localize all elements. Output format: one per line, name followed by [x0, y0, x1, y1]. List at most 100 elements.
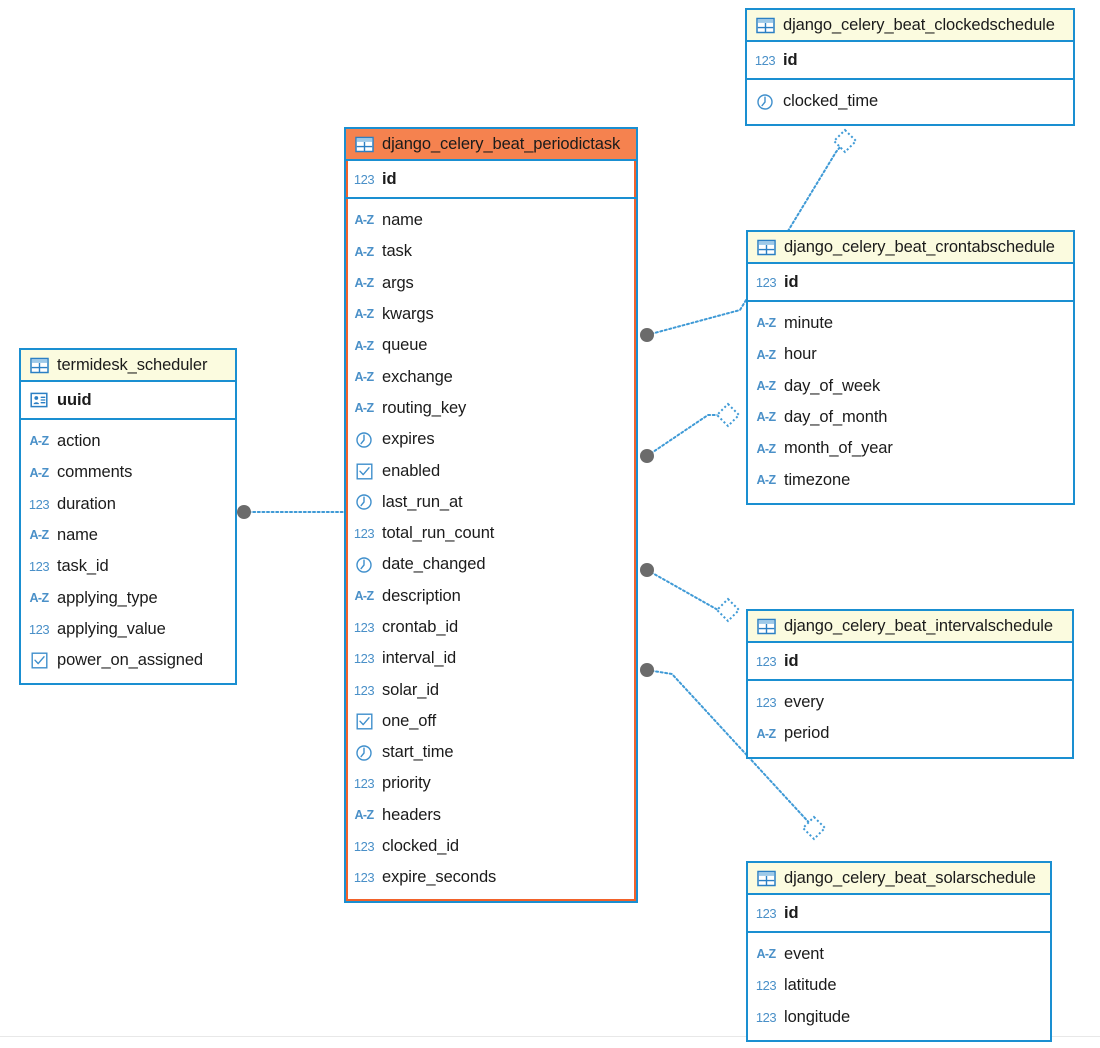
entity-header[interactable]: django_celery_beat_intervalschedule [748, 611, 1072, 643]
primary-key-row[interactable]: uuid [21, 382, 235, 420]
column-label: clocked_id [382, 837, 459, 856]
column-label: name [382, 211, 423, 230]
entity-header[interactable]: django_celery_beat_clockedschedule [747, 10, 1073, 42]
column-row[interactable]: one_off [353, 706, 630, 737]
column-row[interactable]: A-Z name [353, 205, 630, 236]
column-row[interactable]: last_run_at [353, 487, 630, 518]
column-label: date_changed [382, 555, 486, 574]
column-label: day_of_month [784, 408, 888, 427]
column-row[interactable]: expires [353, 424, 630, 455]
primary-key-label: id [784, 272, 799, 291]
column-row[interactable]: start_time [353, 737, 630, 768]
table-icon [755, 615, 777, 637]
text-icon: A-Z [354, 213, 374, 228]
entity-header[interactable]: django_celery_beat_crontabschedule [748, 232, 1073, 264]
entity-header[interactable]: django_celery_beat_solarschedule [748, 863, 1050, 895]
number-icon: 123 [353, 870, 375, 886]
column-label: power_on_assigned [57, 651, 203, 670]
column-label: total_run_count [382, 524, 495, 543]
column-label: solar_id [382, 680, 439, 699]
text-icon: A-Z [29, 590, 49, 605]
relationship-target-diamond [832, 128, 858, 154]
column-label: timezone [784, 470, 851, 489]
datetime-icon [353, 491, 375, 513]
relationship-target-diamond [715, 402, 741, 428]
boolean-icon [353, 460, 375, 482]
column-label: priority [382, 774, 431, 793]
column-label: expires [382, 430, 435, 449]
text-icon: A-Z [756, 347, 776, 362]
column-row[interactable]: power_on_assigned [28, 645, 229, 676]
column-label: applying_type [57, 588, 158, 607]
column-label: minute [784, 314, 833, 333]
text-icon: A-Z [29, 528, 49, 543]
table-icon [755, 867, 777, 889]
column-row[interactable]: clocked_time [754, 86, 1067, 117]
text-icon: A-Z [354, 275, 374, 290]
relationship-rel-periodictask-intervalschedule[interactable] [640, 563, 741, 623]
text-icon: A-Z [354, 588, 374, 603]
number-icon: 123 [28, 559, 50, 575]
relationship-rel-termidesk-periodictask[interactable] [237, 505, 345, 519]
column-label: interval_id [382, 649, 457, 668]
relationship-rel-periodictask-crontabschedule[interactable] [640, 402, 741, 463]
column-row[interactable]: A-Z applying_type [28, 582, 229, 613]
number-icon: 123 [755, 978, 777, 994]
column-label: action [57, 432, 101, 451]
table-icon [755, 236, 777, 258]
entity-title: termidesk_scheduler [57, 355, 208, 374]
entity-header[interactable]: termidesk_scheduler [21, 350, 235, 382]
primary-key-label: id [783, 50, 798, 69]
column-row[interactable]: enabled [353, 455, 630, 486]
column-row[interactable]: date_changed [353, 549, 630, 580]
entity-header[interactable]: django_celery_beat_periodictask [346, 129, 636, 161]
datetime-icon [754, 91, 776, 113]
